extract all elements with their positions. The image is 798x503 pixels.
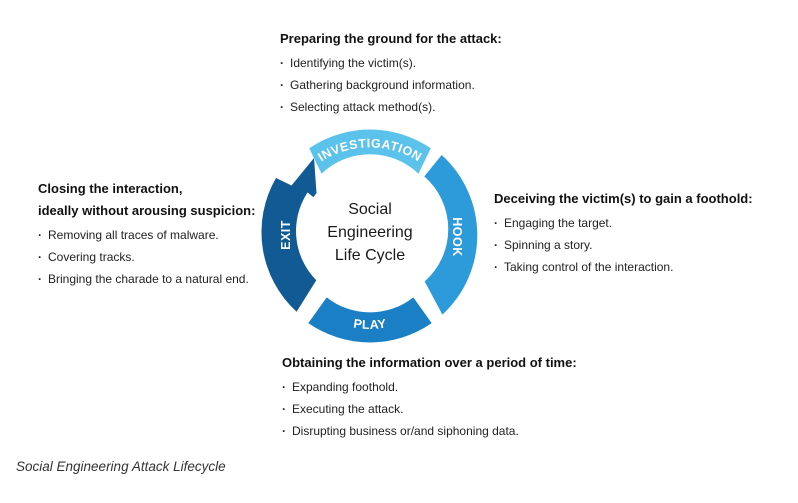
center-title-line-1: Social [348, 201, 392, 218]
hook-heading: Deceiving the victim(s) to gain a footho… [494, 191, 753, 206]
investigation-segment [309, 129, 431, 174]
exit-list: Removing all traces of malware. Covering… [38, 224, 255, 290]
play-description: Obtaining the information over a period … [282, 352, 577, 442]
play-segment [308, 297, 432, 343]
list-item: Bringing the charade to a natural end. [38, 268, 255, 290]
exit-heading-line-1: Closing the interaction, [38, 181, 183, 196]
exit-description: Closing the interaction, ideally without… [38, 178, 255, 290]
investigation-description: Preparing the ground for the attack: Ide… [280, 28, 502, 118]
investigation-list: Identifying the victim(s). Gathering bac… [280, 52, 502, 118]
center-circle [302, 167, 438, 303]
list-item: Taking control of the interaction. [494, 256, 753, 278]
center-title-line-3: Life Cycle [335, 247, 405, 264]
list-item: Covering tracks. [38, 246, 255, 268]
exit-label: EXIT [279, 220, 293, 250]
exit-segment [261, 158, 317, 312]
list-item: Executing the attack. [282, 398, 577, 420]
figure-caption: Social Engineering Attack Lifecycle [16, 459, 226, 474]
play-list: Expanding foothold. Executing the attack… [282, 376, 577, 442]
play-heading: Obtaining the information over a period … [282, 355, 577, 370]
lifecycle-diagram: INVESTIGATION HOOK PLAY EXIT Social Engi… [261, 129, 478, 343]
list-item: Spinning a story. [494, 234, 753, 256]
list-item: Expanding foothold. [282, 376, 577, 398]
list-item: Selecting attack method(s). [280, 96, 502, 118]
hook-segment [424, 155, 478, 315]
investigation-heading: Preparing the ground for the attack: [280, 31, 502, 46]
exit-heading-line-2: ideally without arousing suspicion: [38, 203, 256, 218]
center-title-line-2: Engineering [327, 224, 412, 241]
hook-label: HOOK [450, 217, 464, 257]
play-label: PLAY [353, 317, 388, 333]
list-item: Removing all traces of malware. [38, 224, 255, 246]
hook-description: Deceiving the victim(s) to gain a footho… [494, 188, 753, 278]
list-item: Engaging the target. [494, 212, 753, 234]
list-item: Disrupting business or/and siphoning dat… [282, 420, 577, 442]
hook-list: Engaging the target. Spinning a story. T… [494, 212, 753, 278]
list-item: Gathering background information. [280, 74, 502, 96]
list-item: Identifying the victim(s). [280, 52, 502, 74]
